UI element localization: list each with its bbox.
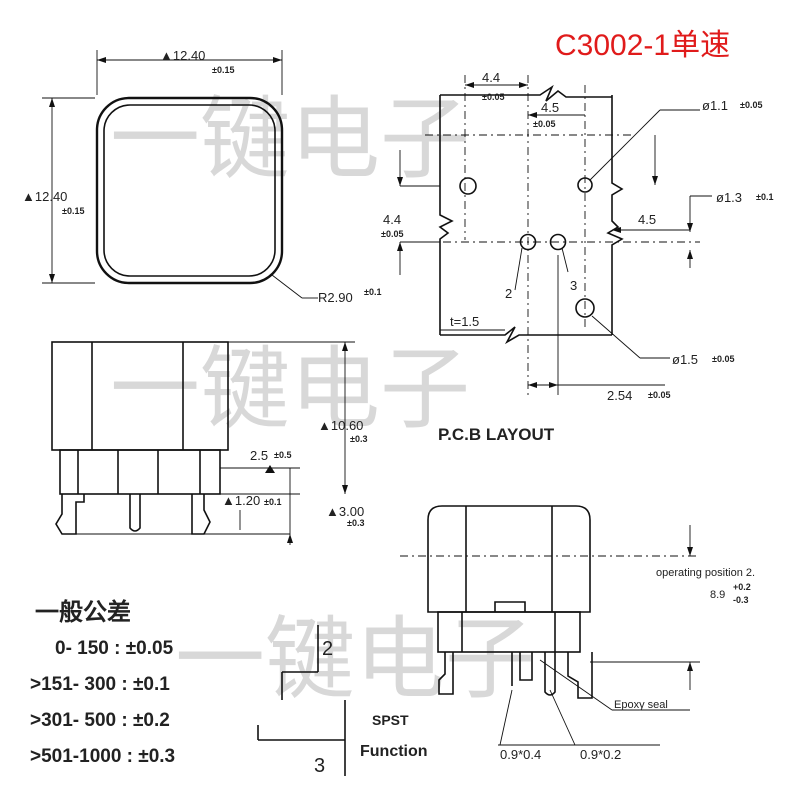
pcb-dim-4-4-top-tol: ±0.05 [482, 92, 504, 102]
schematic-pin-3: 3 [314, 755, 325, 777]
tolerance-row-1: 0- 150 : ±0.05 [55, 638, 174, 659]
hole-1-5-tol: ±0.05 [712, 354, 734, 364]
hole-1-5: ø1.5 [672, 352, 698, 367]
pcb-layout: 4.4 ±0.05 4.5 ±0.05 ø1.1 ±0.05 ø1.3 ±0.1… [381, 70, 773, 444]
top-width-dim: ▲12.40 [160, 48, 205, 63]
side-dim-2-5-tol: ±0.5 [274, 450, 291, 460]
watermark-line-3: 一键电子 [175, 607, 535, 712]
tolerance-row-2: >151- 300 : ±0.1 [30, 674, 170, 695]
pcb-pin-2: 2 [505, 286, 512, 301]
watermark-line-2: 一键电子 [110, 337, 470, 442]
keycap-outline [95, 96, 284, 285]
hole-1-3: ø1.3 [716, 190, 742, 205]
pin-size-1: 0.9*0.4 [500, 747, 541, 762]
pcb-dim-4-4-top: 4.4 [482, 70, 500, 85]
watermark-line-1: 一键电子 [110, 87, 470, 192]
side-dim-1-20-tol: ±0.1 [264, 497, 281, 507]
pcb-dim-4-5-top-tol: ±0.05 [533, 119, 555, 129]
keycap-inner-outline [103, 104, 276, 277]
pcb-dim-4-5-right: 4.5 [638, 212, 656, 227]
tolerance-table: 一般公差 0- 150 : ±0.05 >151- 300 : ±0.1 >30… [30, 598, 175, 767]
pcb-dim-4-4-left-tol: ±0.05 [381, 229, 403, 239]
epoxy-seal-label: Epoxy seal [614, 699, 668, 711]
operating-position-label: operating position 2. [656, 567, 755, 579]
side-dim-1-20: ▲1.20 [222, 493, 260, 508]
top-height-tol: ±0.15 [62, 206, 84, 216]
side-height-dim: ▲10.60 [318, 418, 363, 433]
side-dim-2-5: 2.5 [250, 448, 268, 463]
top-width-tol: ±0.15 [212, 65, 234, 75]
radius-tol: ±0.1 [364, 287, 381, 297]
pcb-thickness: t=1.5 [450, 314, 479, 329]
pcb-pitch-tol: ±0.05 [648, 390, 670, 400]
pcb-dim-4-5-top: 4.5 [541, 100, 559, 115]
pcb-layout-title: P.C.B LAYOUT [438, 425, 555, 444]
hole-1-3-tol: ±0.1 [756, 192, 773, 202]
top-view: ▲12.40 ±0.15 ▲12.40 ±0.15 R2.90 ±0.1 [22, 48, 381, 305]
watermark: 一键电子 一键电子 一键电子 [110, 87, 535, 712]
hole-1-1: ø1.1 [702, 98, 728, 113]
switch-schematic: 2 3 SPST Function [257, 625, 428, 777]
side-dim-3-00-tol: ±0.3 [347, 518, 364, 528]
side-height-tol: ±0.3 [350, 434, 367, 444]
tolerance-heading: 一般公差 [35, 598, 131, 626]
tolerance-row-3: >301- 500 : ±0.2 [30, 710, 170, 731]
side-dim-3-00: ▲3.00 [326, 504, 364, 519]
hole-1-1-tol: ±0.05 [740, 100, 762, 110]
tolerance-row-4: >501-1000 : ±0.3 [30, 746, 175, 767]
operating-position-value: 8.9 [710, 589, 725, 601]
top-height-dim: ▲12.40 [22, 189, 67, 204]
side-view: ▲10.60 ±0.3 2.5 ±0.5 ▲1.20 ±0.1 ▲3.00 ±0… [51, 341, 367, 545]
front-view: operating position 2. 8.9 +0.2 -0.3 Epox… [400, 505, 755, 762]
pcb-pin-3: 3 [570, 278, 577, 293]
operating-position-tol-minus: -0.3 [733, 595, 749, 605]
schematic-pin-2: 2 [322, 638, 333, 660]
operating-position-tol-plus: +0.2 [733, 582, 751, 592]
schematic-function: Function [360, 743, 428, 760]
schematic-type: SPST [372, 712, 409, 728]
page-title: C3002-1单速 [555, 29, 730, 62]
pcb-dim-4-4-left: 4.4 [383, 212, 401, 227]
radius-dim: R2.90 [318, 290, 353, 305]
pcb-pitch: 2.54 [607, 388, 632, 403]
pin-size-2: 0.9*0.2 [580, 747, 621, 762]
